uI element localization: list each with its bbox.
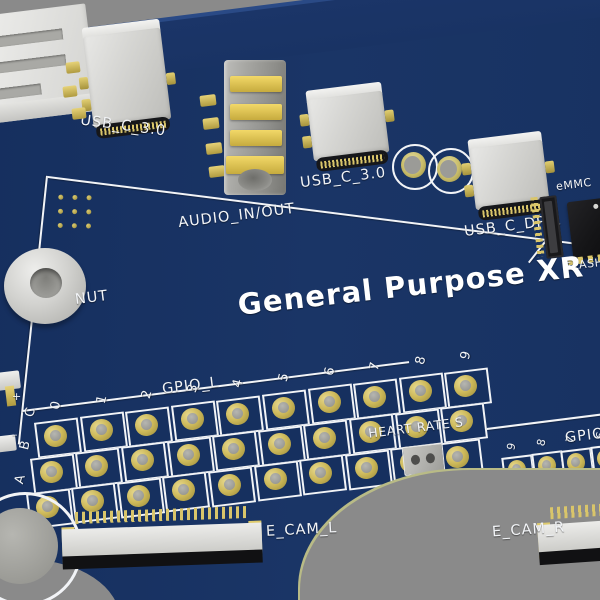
gpio-left-pad-bore xyxy=(45,465,57,477)
gpio-left-pad-bore xyxy=(315,467,327,479)
gpio-left-pad-bore xyxy=(228,443,240,455)
gpio-left-pad-bore xyxy=(365,426,376,438)
audio-jack-contact-4 xyxy=(226,156,284,174)
audio-jack-pad-2 xyxy=(202,117,220,130)
gpio-left-pad-bore xyxy=(232,407,244,419)
usb-c-dp-tab-right xyxy=(544,160,556,174)
gpio-left-pad-bore xyxy=(414,385,426,397)
usb-c-mid-tab-left xyxy=(299,113,310,127)
mounting-hole xyxy=(0,508,58,584)
usb-c-mid-tab-left2 xyxy=(301,135,313,149)
gpio-left-pad-bore xyxy=(186,413,198,425)
gpio-left-pad-bore xyxy=(460,379,472,391)
heart-rate-detector xyxy=(425,452,436,464)
usb-c-dp-tab-left xyxy=(461,162,472,176)
gpio-left-pad-bore xyxy=(369,390,381,402)
gpio-left-pad-bore xyxy=(132,489,144,501)
fpc-connector-left xyxy=(61,506,263,570)
gpio-left-pad-bore xyxy=(182,448,194,460)
audio-jack-contact-1 xyxy=(230,76,282,92)
audio-jack-pad-1 xyxy=(199,94,217,107)
usb-a-slot-2 xyxy=(0,54,67,76)
gpio-left-pad-bore xyxy=(87,495,99,507)
mounting-nut-bore xyxy=(30,268,62,298)
flash-ic-pin1-dot xyxy=(593,203,599,210)
gpio-left-pad-bore xyxy=(95,424,107,436)
through-hole-2-bore xyxy=(440,160,457,178)
gpio-left-pad-bore xyxy=(273,437,285,449)
gpio-left-pad-bore xyxy=(278,402,289,413)
audio-jack xyxy=(224,60,286,195)
gpio-right-pad-bore xyxy=(541,460,551,471)
audio-jack-contact-2 xyxy=(230,104,282,120)
heart-rate-emitter xyxy=(410,454,421,466)
gpio-right-pad-bore xyxy=(571,456,580,467)
fpc-connector-right xyxy=(536,498,600,566)
usb-c-connector-left xyxy=(78,18,177,140)
usb-c-dp-tab-left2 xyxy=(463,184,475,198)
gpio-left-pad-bore xyxy=(50,430,61,441)
usb-c-left-pad-3 xyxy=(71,107,87,120)
gpio-left-pad-bore xyxy=(452,450,463,462)
gpio-left-pad-bore xyxy=(410,420,422,432)
through-hole-2 xyxy=(437,156,462,182)
usb-c-left-tab-left xyxy=(78,76,90,90)
audio-jack-pad-3 xyxy=(205,142,223,155)
usb-c-left-body xyxy=(82,27,172,129)
usb-c-connector-mid xyxy=(299,81,395,173)
mounting-nut xyxy=(2,248,88,324)
gpio-left-pad-bore xyxy=(323,396,335,408)
audio-jack-barrel xyxy=(238,169,272,191)
usb-c-left-pad-1 xyxy=(65,61,81,74)
audio-jack-contact-3 xyxy=(230,130,282,146)
usb-a-slot-3 xyxy=(0,83,42,102)
gpio-left-pad-bore xyxy=(456,415,468,427)
gpio-left-pad-bore xyxy=(360,461,372,473)
usb-c-left-pad-2 xyxy=(62,85,78,98)
gpio-left-pad-bore xyxy=(141,418,153,430)
gpio-right-pad-bore xyxy=(512,464,521,474)
gpio-left-pad-bore xyxy=(137,454,148,466)
gpio-left-pad-bore xyxy=(224,478,235,490)
usb-c-mid-tab-right xyxy=(384,109,395,123)
gpio-left-pad-bore xyxy=(319,431,331,443)
usb-a-slot-1 xyxy=(0,28,64,51)
flash-ic xyxy=(566,198,600,260)
gpio-left-pad-bore xyxy=(178,484,190,496)
emmc-socket-slot xyxy=(543,200,559,254)
gpio-left-pad-bore xyxy=(91,459,103,471)
through-hole-1-bore xyxy=(404,156,421,174)
through-hole-1 xyxy=(401,152,426,178)
gpio-left-pad-bore xyxy=(269,473,281,484)
usb-c-left-tab-right xyxy=(165,72,177,86)
